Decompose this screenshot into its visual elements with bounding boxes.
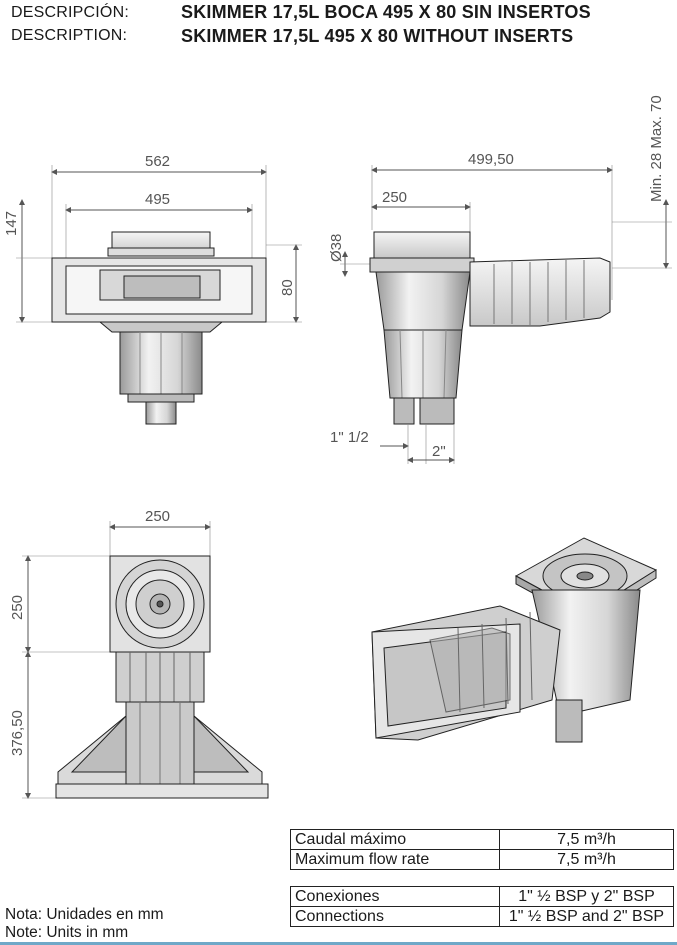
flow-value-es: 7,5 m³/h: [499, 829, 674, 850]
dim-connection-1-5: 1" 1/2: [330, 429, 369, 446]
connections-value-es: 1" ½ BSP y 2" BSP: [499, 886, 674, 907]
note-units-es: Nota: Unidades en mm: [5, 906, 164, 923]
product-title-en: SKIMMER 17,5L 495 X 80 WITHOUT INSERTS: [181, 26, 574, 46]
connections-label-es: Conexiones: [290, 886, 500, 907]
dim-top-body-depth: 250: [9, 595, 26, 620]
connections-label-en: Connections: [290, 906, 500, 927]
front-view: [16, 165, 302, 425]
dim-top-width: 250: [145, 508, 170, 525]
table-row: Maximum flow rate 7,5 m³/h: [290, 849, 674, 870]
dim-front-total-width: 562: [145, 153, 170, 170]
dim-water-level: Min. 28 Max. 70: [648, 95, 665, 202]
top-view: [22, 521, 269, 799]
product-title-es: SKIMMER 17,5L BOCA 495 X 80 SIN INSERTOS: [181, 2, 591, 22]
side-view: [340, 165, 672, 464]
dim-mouth-height: 80: [279, 279, 296, 296]
table-row: Connections 1" ½ BSP and 2" BSP: [290, 906, 674, 927]
dim-top-total-depth: 376,50: [9, 710, 26, 756]
dim-side-body: 250: [382, 189, 407, 206]
footer-rule: [0, 942, 677, 945]
flow-label-es: Caudal máximo: [290, 829, 500, 850]
table-row: Conexiones 1" ½ BSP y 2" BSP: [290, 886, 674, 907]
isometric-view: [371, 537, 658, 743]
connections-value-en: 1" ½ BSP and 2" BSP: [499, 906, 674, 927]
dim-front-mouth-width: 495: [145, 191, 170, 208]
note-units-en: Note: Units in mm: [5, 924, 129, 941]
dim-connection-2: 2": [432, 443, 446, 460]
dim-front-height: 147: [3, 211, 20, 236]
flow-value-en: 7,5 m³/h: [499, 849, 674, 870]
table-row: Caudal máximo 7,5 m³/h: [290, 829, 674, 850]
description-label-en: DESCRIPTION:: [11, 27, 128, 44]
description-label-es: DESCRIPCIÓN:: [11, 4, 129, 21]
connections-table: Conexiones 1" ½ BSP y 2" BSP Connections…: [290, 886, 674, 927]
flow-rate-table: Caudal máximo 7,5 m³/h Maximum flow rate…: [290, 829, 674, 870]
dim-diameter: Ø38: [328, 234, 345, 262]
flow-label-en: Maximum flow rate: [290, 849, 500, 870]
dim-side-depth: 499,50: [468, 151, 514, 168]
